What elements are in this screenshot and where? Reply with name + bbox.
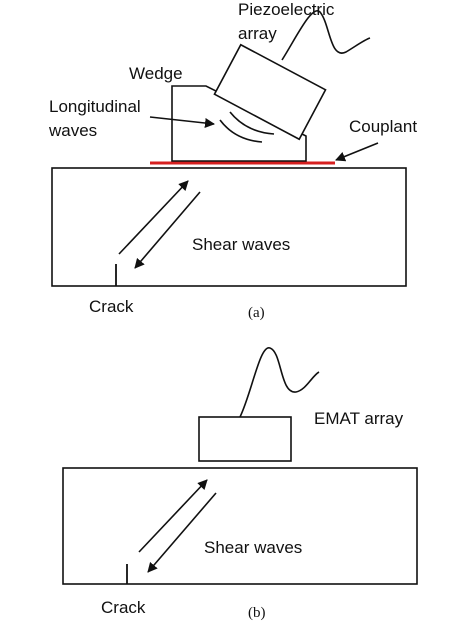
crack-label-b: Crack <box>101 598 146 617</box>
piezo-array-label-line2: array <box>238 24 277 43</box>
couplant-arrow <box>335 142 379 162</box>
emat-array-label: EMAT array <box>314 409 404 428</box>
piezoelectric-array-box <box>213 43 327 141</box>
emat-array-box <box>198 416 292 462</box>
longitudinal-label-line1: Longitudinal <box>49 97 141 116</box>
shear-waves-label-b: Shear waves <box>204 538 302 557</box>
specimen-block-a <box>51 167 407 287</box>
crack-label-a: Crack <box>89 297 134 316</box>
longitudinal-label-line2: waves <box>48 121 97 140</box>
panel-a: Piezoelectric array Wedge Longitudinal w… <box>48 0 417 321</box>
shear-arrow-up-a <box>118 180 189 255</box>
longitudinal-arrow <box>149 116 215 128</box>
caption-a: (a) <box>248 305 265 321</box>
longitudinal-wavefront-1 <box>219 119 263 143</box>
longitudinal-wavefront-2 <box>229 111 275 135</box>
piezo-cable <box>281 10 371 61</box>
piezo-array-label-line1: Piezoelectric <box>238 0 335 19</box>
panel-b: EMAT array Shear waves Crack (b) <box>62 347 418 621</box>
shear-arrow-down-b <box>147 492 217 573</box>
wedge-label: Wedge <box>129 64 183 83</box>
shear-arrow-down-a <box>134 191 201 269</box>
wedge <box>171 85 307 162</box>
couplant-label: Couplant <box>349 117 417 136</box>
caption-b: (b) <box>248 605 266 621</box>
emat-cable <box>239 347 320 418</box>
shear-waves-label-a: Shear waves <box>192 235 290 254</box>
specimen-block-b <box>62 467 418 585</box>
shear-arrow-up-b <box>138 479 208 553</box>
